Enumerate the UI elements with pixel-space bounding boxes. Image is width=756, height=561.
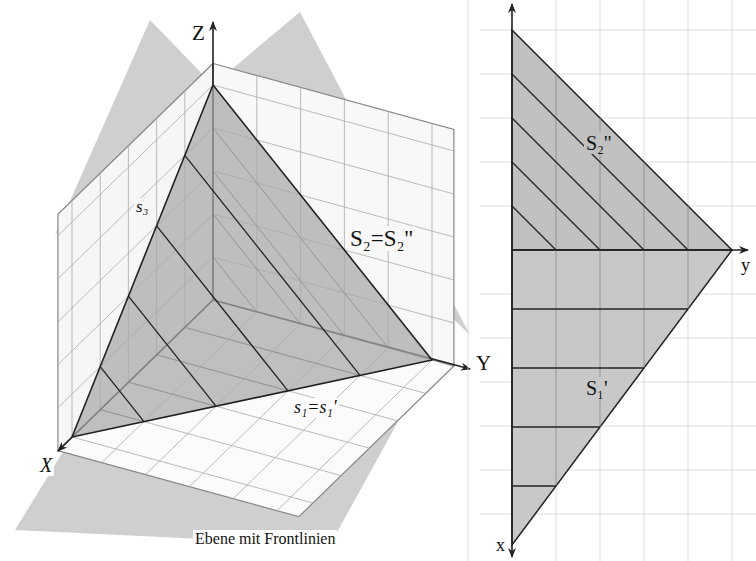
projection-axes <box>512 4 748 557</box>
trace-label: s₃ <box>134 198 151 217</box>
top-view-triangle <box>512 250 732 545</box>
axis-label: Y <box>474 352 493 375</box>
trace-label: S₂=S₂'' <box>348 226 415 251</box>
trace-label: S₁' <box>584 377 610 399</box>
trace-label: s₁=s₁' <box>292 398 339 418</box>
projection-grid <box>468 0 756 561</box>
coordinate-axes <box>58 22 470 451</box>
axis-label: y <box>739 256 752 276</box>
trace-label: S₂'' <box>584 132 613 154</box>
axis-label: Z <box>190 22 207 45</box>
axis-label: x <box>494 536 507 556</box>
figure-caption: Ebene mit Frontlinien <box>193 530 337 548</box>
background-shadow <box>15 12 470 545</box>
axis-label: X <box>38 454 54 476</box>
oblique-plane <box>72 85 432 437</box>
front-view-triangle <box>512 30 732 250</box>
